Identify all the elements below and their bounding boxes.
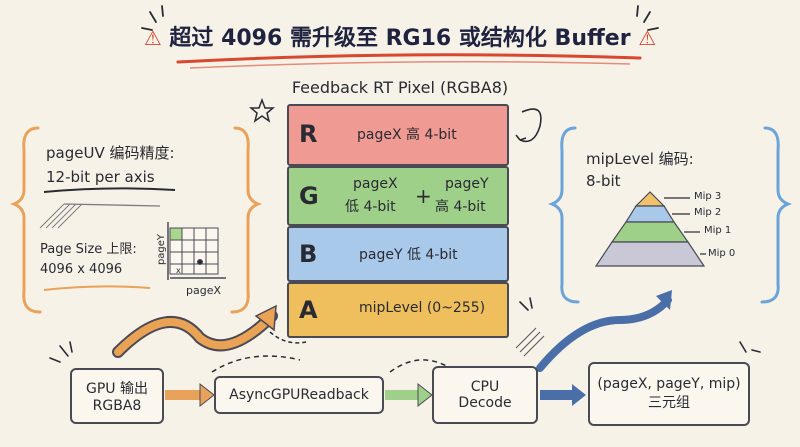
page-grid <box>167 222 226 280</box>
channel-g-left-bottom: 低 4-bit <box>345 199 396 215</box>
star-icon <box>248 97 276 123</box>
page-title: ⚠ 超过 4096 需升级至 RG16 或结构化 Buffer ⚠ <box>140 20 660 52</box>
async-readback-box: AsyncGPUReadback <box>214 376 384 414</box>
mip-3-label: Mip 3 <box>694 191 722 202</box>
gpu-output-box: GPU 输出 RGBA8 <box>70 368 164 424</box>
left-brace-right <box>230 126 263 314</box>
channel-a-letter: A <box>299 296 318 324</box>
mip-2-label: Mip 2 <box>694 207 722 218</box>
readback-label: AsyncGPUReadback <box>229 387 369 403</box>
left-brace <box>9 126 42 314</box>
gpu-line2: RGBA8 <box>92 398 142 414</box>
mip-1-label: Mip 1 <box>704 225 732 236</box>
channel-r-bar: R pageX 高 4-bit <box>287 104 509 166</box>
channel-g-left-top: pageX <box>353 176 398 192</box>
flow-arrows <box>165 382 586 408</box>
result-line2: 三元组 <box>648 395 690 411</box>
warning-icon: ⚠ <box>143 26 162 50</box>
channel-g-right-bottom: 高 4-bit <box>435 199 486 215</box>
cpu-line2: Decode <box>458 395 512 411</box>
page-size-label: Page Size 上限: <box>40 242 137 257</box>
cpu-line1: CPU <box>470 379 500 395</box>
channel-g-right-top: pageY <box>445 176 489 192</box>
title-text: 超过 4096 需升级至 RG16 或结构化 Buffer <box>169 26 631 51</box>
channel-b-text: pageY 低 4-bit <box>359 247 458 263</box>
miplevel-label: mipLevel 编码: <box>586 150 694 168</box>
grid-axis-x: pageX <box>186 284 222 297</box>
channel-r-text: pageX 高 4-bit <box>357 127 457 143</box>
pageuv-bits-label: 12-bit per axis <box>46 168 155 186</box>
gpu-line1: GPU 输出 <box>86 381 148 397</box>
channel-b-bar: B pageY 低 4-bit <box>287 226 509 282</box>
channel-g-bar: G pageX 低 4-bit + pageY 高 4-bit <box>287 166 509 226</box>
mip-0-label: Mip 0 <box>708 248 736 259</box>
grid-origin-x: x <box>176 266 181 275</box>
channel-r-letter: R <box>299 120 318 148</box>
mip-pyramid <box>594 191 706 267</box>
warning-icon: ⚠ <box>638 26 657 50</box>
miplevel-bits: 8-bit <box>586 172 621 190</box>
pageuv-precision-label: pageUV 编码精度: <box>46 144 175 162</box>
sparkle-icon <box>141 5 659 31</box>
channel-a-bar: A mipLevel (0~255) <box>287 282 509 338</box>
channel-g-letter: G <box>299 182 319 210</box>
right-brace-right <box>760 126 793 304</box>
channel-g-plus: + <box>415 184 432 208</box>
page-size-value: 4096 x 4096 <box>40 262 123 277</box>
rt-title: Feedback RT Pixel (RGBA8) <box>291 78 509 97</box>
cpu-decode-box: CPU Decode <box>432 366 538 424</box>
channel-b-letter: B <box>299 240 318 268</box>
result-line1: (pageX, pageY, mip) <box>597 376 741 392</box>
channel-a-text: mipLevel (0~255) <box>359 300 486 316</box>
grid-axis-y: pageY <box>156 233 168 266</box>
right-brace <box>547 126 580 304</box>
result-triplet-box: (pageX, pageY, mip) 三元组 <box>588 362 750 426</box>
